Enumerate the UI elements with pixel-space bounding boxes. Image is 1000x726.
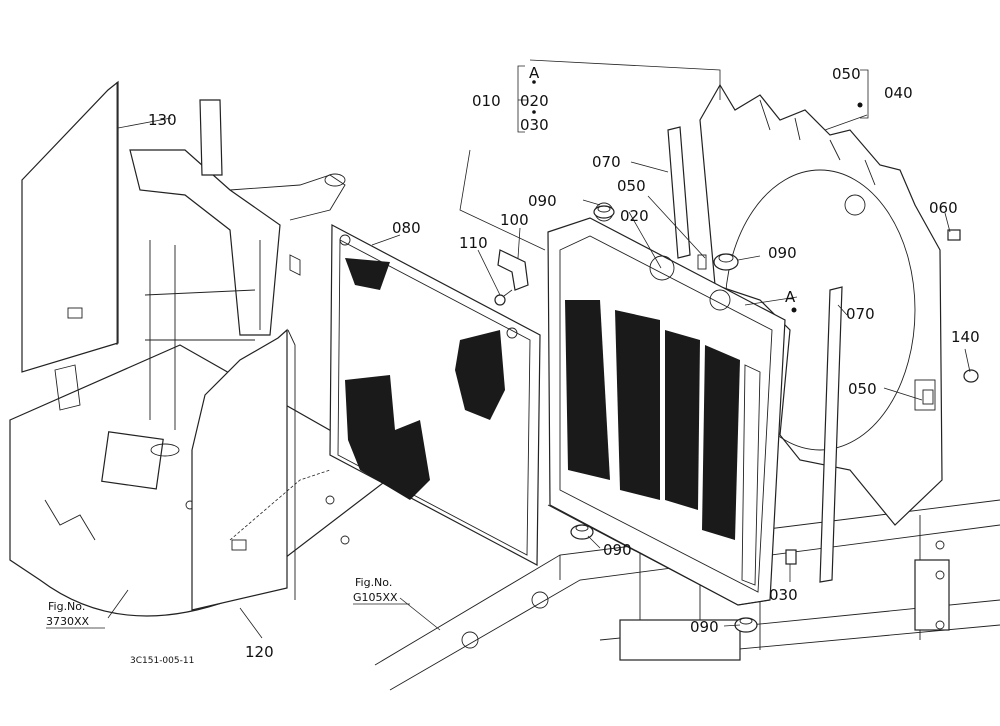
fig-ref-label: Fig.No. <box>355 576 392 589</box>
callout-140: 140 <box>951 328 980 346</box>
callout-060: 060 <box>929 199 958 217</box>
callout-050-mid: 050 <box>617 177 646 195</box>
cab-frame <box>54 99 346 430</box>
callout-040: 040 <box>884 84 913 102</box>
callout-110: 110 <box>459 234 488 252</box>
callout-100: 100 <box>500 211 529 229</box>
callout-090-bottom: 090 <box>603 541 632 559</box>
fan-shroud-040 <box>699 83 943 526</box>
callout-090-right: 090 <box>768 244 797 262</box>
grommet-090-left <box>593 205 615 219</box>
side-cover-130 <box>21 80 119 373</box>
callout-A-group: A <box>529 64 540 82</box>
callout-050-right: 050 <box>848 380 877 398</box>
callout-120: 120 <box>245 643 274 661</box>
grommet-090-bottom <box>570 524 594 540</box>
callout-050-top: 050 <box>832 65 861 83</box>
base-frame <box>374 499 1000 691</box>
callout-030-group: 030 <box>520 116 549 134</box>
figure-references: Fig.No. 3730XX Fig.No. G105XX <box>46 576 410 629</box>
callout-020: 020 <box>620 207 649 225</box>
callout-labels: 010 A 020 030 050 040 130 070 050 090 02… <box>148 64 980 661</box>
cap-140 <box>963 369 979 383</box>
callout-090-left: 090 <box>528 192 557 210</box>
fig-ref-number: 3730XX <box>46 615 90 628</box>
radiator-010 <box>547 202 786 606</box>
seal-070-left <box>667 126 691 259</box>
callout-080: 080 <box>392 219 421 237</box>
callout-020-group: 020 <box>520 92 549 110</box>
callout-090-base: 090 <box>690 618 719 636</box>
callout-070-left: 070 <box>592 153 621 171</box>
callout-A-point: A <box>785 288 796 306</box>
callout-070-right: 070 <box>846 305 875 323</box>
fig-ref-label: Fig.No. <box>48 600 85 613</box>
bracket-100 <box>497 249 529 291</box>
bolt-060 <box>947 229 961 241</box>
leader-lines <box>107 59 971 639</box>
plug-030 <box>785 549 797 565</box>
grommet-090-base <box>734 617 758 633</box>
fig-ref-number: G105XX <box>353 591 398 604</box>
callout-010: 010 <box>472 92 501 110</box>
callout-030: 030 <box>769 586 798 604</box>
seal-070-right <box>819 286 843 583</box>
bolt-110 <box>494 289 513 306</box>
screen-080 <box>329 224 541 566</box>
drawing-code: 3C151-005-11 <box>130 656 194 666</box>
callout-130: 130 <box>148 111 177 129</box>
side-cover-120 <box>191 328 331 611</box>
grommet-090-right <box>713 253 739 271</box>
